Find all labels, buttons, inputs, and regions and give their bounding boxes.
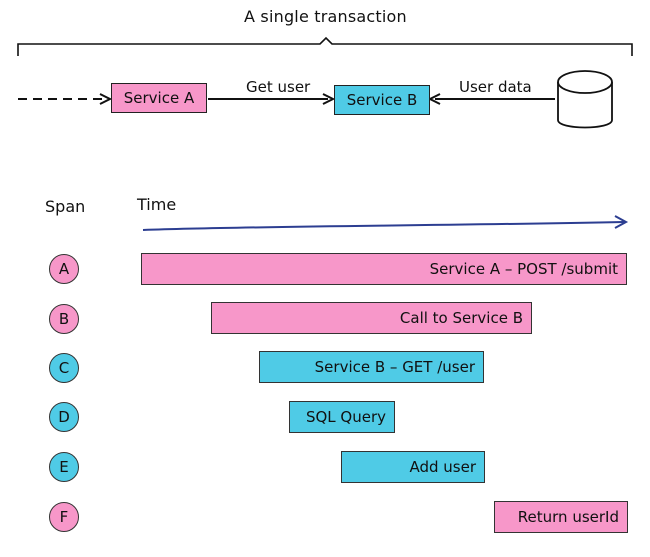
span-bar-label: Return userId (517, 508, 619, 526)
span-bar-label: SQL Query (305, 408, 386, 426)
span-circle-c: C (49, 353, 79, 383)
get-user-label: Get user (246, 78, 311, 96)
span-bar-label: Add user (409, 458, 476, 476)
span-bar-d: SQL Query (289, 401, 395, 433)
time-header: Time (137, 195, 177, 214)
span-bar-f: Return userId (494, 501, 628, 533)
span-bar-c: Service B – GET /user (259, 351, 484, 383)
service-a-box: Service A (111, 83, 207, 113)
span-bar-a: Service A – POST /submit (141, 253, 627, 285)
database-icon (557, 70, 613, 129)
span-circle-a: A (49, 254, 79, 284)
span-circle-f: F (49, 502, 79, 532)
span-circle-d: D (49, 402, 79, 432)
span-bar-b: Call to Service B (211, 302, 532, 334)
span-bar-e: Add user (341, 451, 485, 483)
service-a-label: Service A (123, 89, 195, 107)
span-bar-label: Call to Service B (399, 309, 523, 327)
span-bar-label: Service B – GET /user (314, 358, 475, 376)
span-circle-e: E (49, 452, 79, 482)
service-b-box: Service B (334, 85, 430, 115)
span-bar-label: Service A – POST /submit (429, 260, 618, 278)
transaction-title: A single transaction (244, 7, 407, 26)
span-circle-b: B (49, 304, 79, 334)
user-data-label: User data (459, 78, 532, 96)
span-header: Span (45, 197, 86, 216)
service-b-label: Service B (346, 91, 418, 109)
